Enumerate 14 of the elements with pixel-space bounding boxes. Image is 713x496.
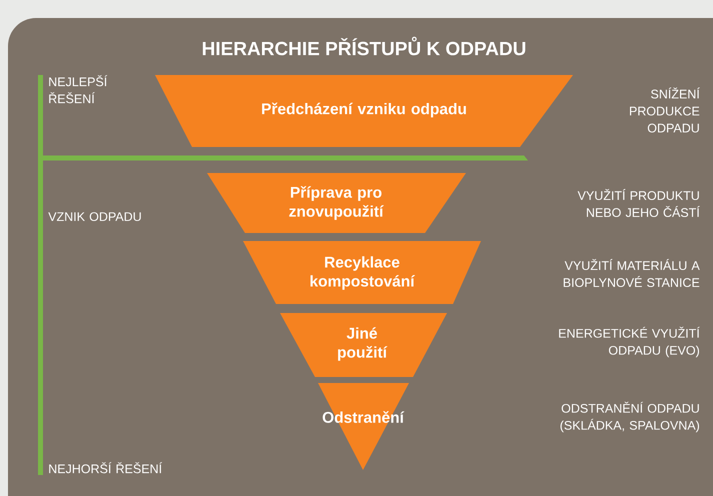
hierarchy-level: Jiné použití — [280, 313, 447, 377]
level-description: VYUŽITÍ PRODUKTU NEBO JEHO ČÁSTÍ — [578, 188, 700, 218]
scale-label: NEJHORŠÍ ŘEŠENÍ — [49, 462, 162, 474]
hierarchy-level: Recyklace kompostování — [243, 241, 481, 304]
hierarchy-level: Příprava pro znovupoužití — [207, 173, 466, 233]
level-description: ENERGETICKÉ VYUŽITÍ ODPADU (EVO) — [559, 326, 700, 358]
hierarchy-level: Odstranění — [318, 383, 409, 470]
scale-label: VZNIK ODPADU — [48, 212, 141, 222]
level-description: ODSTRANĚNÍ ODPADU (SKLÁDKA, SPALOVNA) — [560, 402, 700, 432]
level-description: SNÍŽENÍ PRODUKCE ODPADU — [630, 87, 700, 133]
scale-label: NEJLEPŠÍ ŘEŠENÍ — [49, 75, 108, 104]
hierarchy-level: Předcházení vzniku odpadu — [155, 75, 573, 147]
title: HIERARCHIE PŘÍSTUPŮ K ODPADU — [202, 36, 526, 56]
level-description: VYUŽITÍ MATERIÁLU A BIOPLYNOVÉ STANICE — [564, 258, 700, 288]
